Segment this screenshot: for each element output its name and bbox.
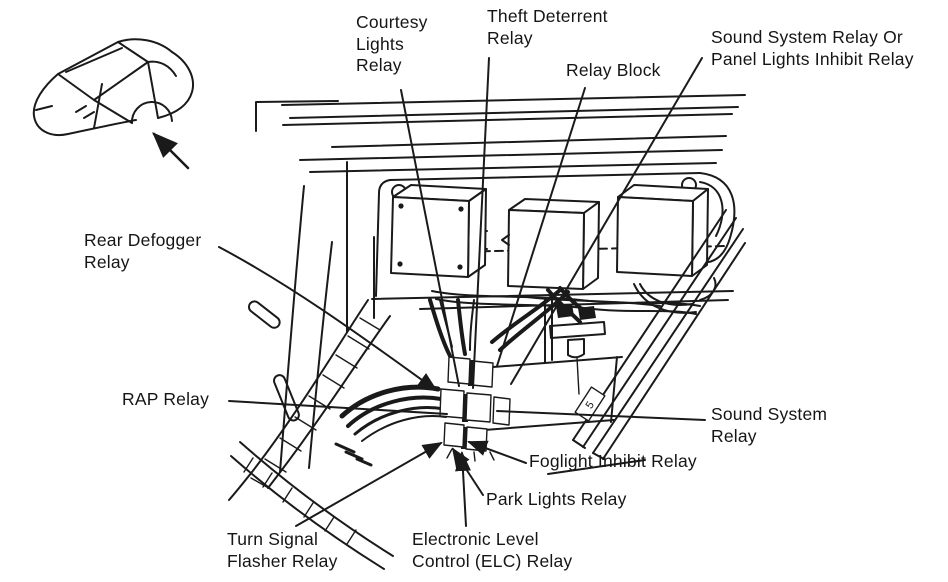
label-turn-signal-flasher-relay: Turn Signal Flasher Relay — [227, 529, 338, 571]
left-body-panel — [228, 185, 394, 570]
relay-box-middle — [501, 198, 600, 290]
label-rear-defogger-relay: Rear Defogger Relay — [84, 230, 202, 272]
leader-courtesy-lights-relay — [400, 89, 460, 387]
leader-turn-signal-flasher-relay — [295, 442, 443, 527]
car-location-thumbnail — [32, 38, 194, 170]
dash-structure — [255, 94, 746, 333]
leader-rap-relay — [228, 400, 448, 415]
bolt-detail — [549, 304, 606, 395]
leader-theft-deterrent-relay — [472, 57, 490, 389]
leader-lines — [218, 57, 706, 527]
label-park-lights-relay: Park Lights Relay — [486, 489, 627, 509]
harness-coil-arcs — [334, 384, 447, 467]
label-foglight-inhibit-relay: Foglight Inhibit Relay — [529, 451, 697, 471]
bracket-stamp-text: 5 — [584, 399, 597, 411]
label-elc-relay: Electronic Level Control (ELC) Relay — [412, 529, 573, 571]
leader-foglight-inhibit-relay — [467, 440, 527, 464]
leader-rear-defogger-relay — [218, 246, 438, 392]
label-theft-deterrent-relay: Theft Deterrent Relay — [487, 6, 608, 48]
leader-elc-relay — [454, 451, 471, 527]
leader-sound-system-or-panel-lights — [510, 57, 703, 385]
relay-box-right — [616, 184, 709, 277]
label-relay-block: Relay Block — [566, 60, 661, 80]
relay-cluster — [439, 299, 511, 462]
leader-sound-system-relay — [496, 410, 706, 421]
leader-relay-block — [496, 87, 586, 367]
label-sound-system-or-panel-lights-inhibit-relay: Sound System Relay Or Panel Lights Inhib… — [711, 27, 914, 69]
car-pointer-arrow — [152, 132, 190, 170]
label-courtesy-lights-relay: Courtesy Lights Relay — [356, 12, 428, 75]
label-rap-relay: RAP Relay — [122, 389, 210, 409]
label-sound-system-relay: Sound System Relay — [711, 404, 828, 446]
leader-park-lights-relay — [451, 447, 484, 496]
relay-box-left — [390, 184, 487, 278]
